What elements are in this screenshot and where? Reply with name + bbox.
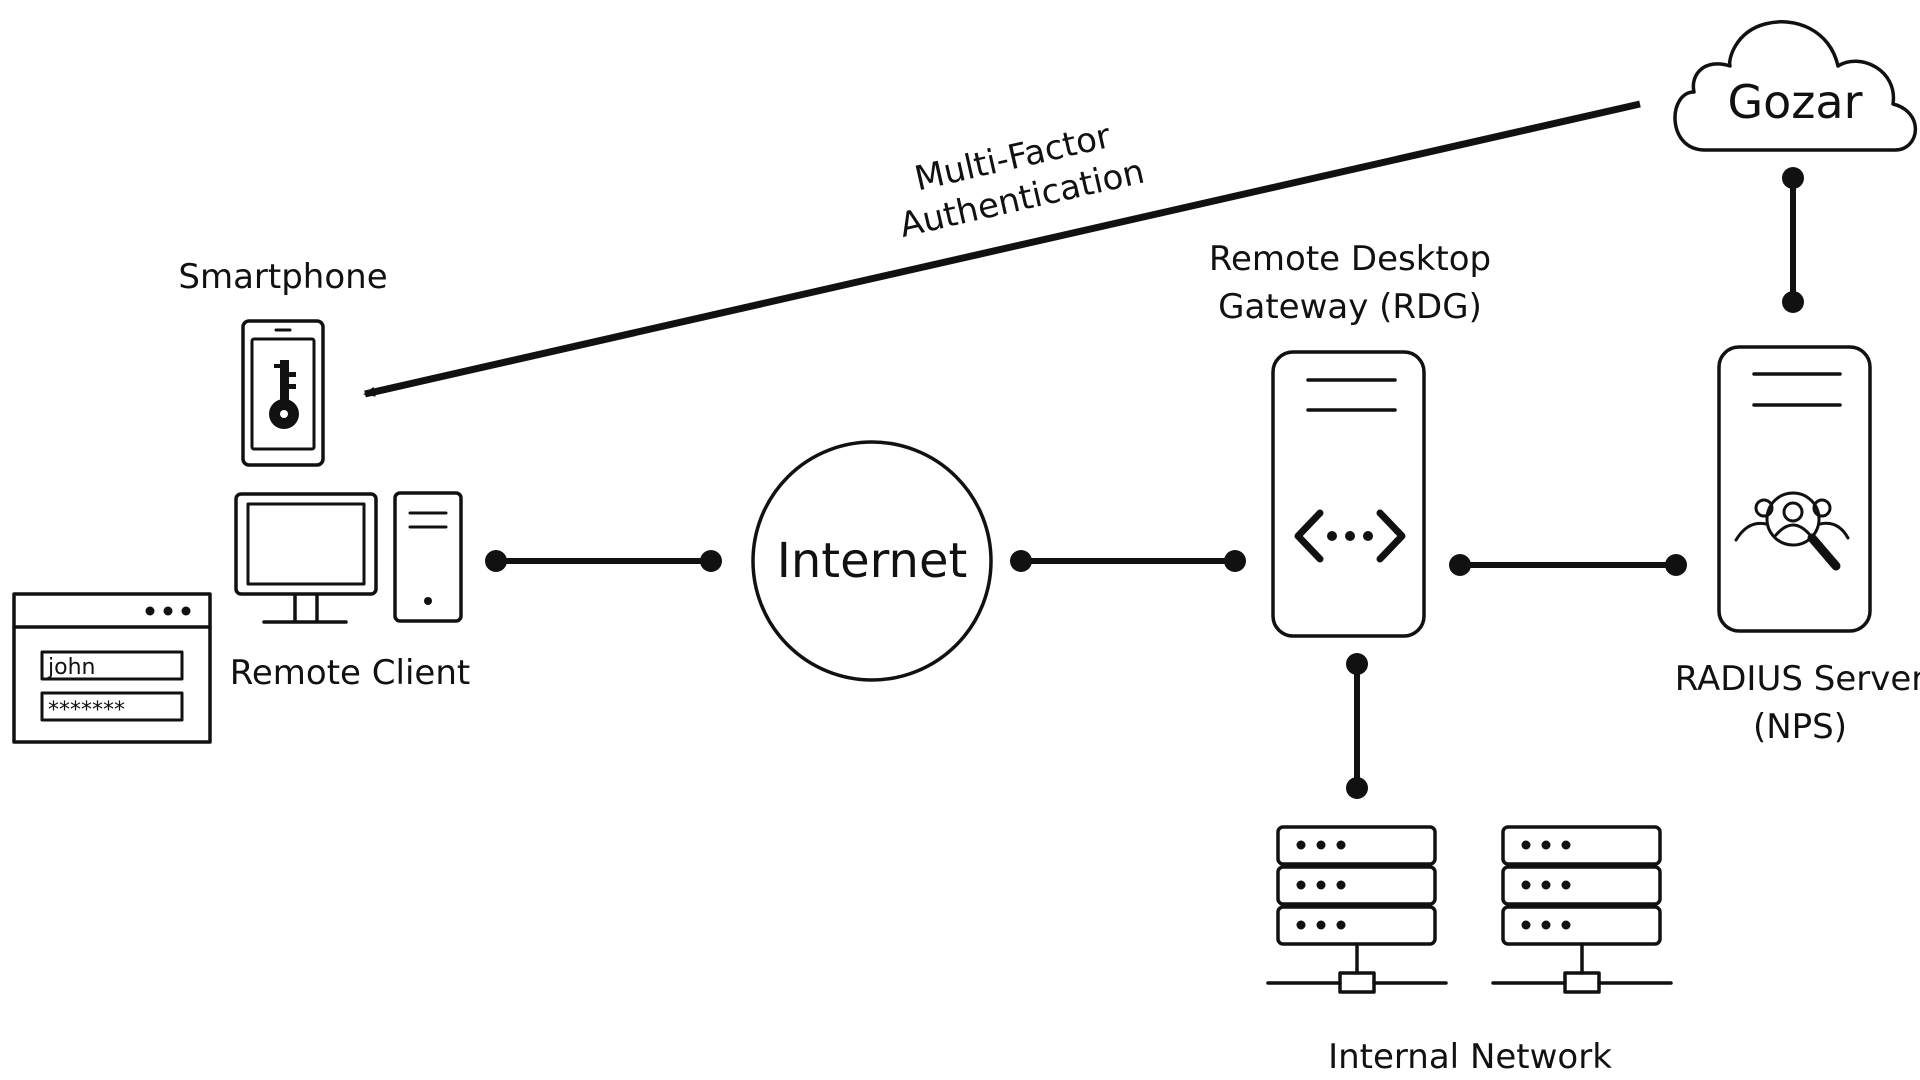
smartphone-label: Smartphone: [178, 257, 387, 297]
server-rack-icon: [1266, 825, 1448, 994]
internet-label: Internet: [777, 533, 968, 589]
gateway-icon: [1294, 509, 1406, 563]
username-field: john: [47, 655, 95, 680]
internet-node: [751, 440, 993, 682]
remote-client-label: Remote Client: [230, 653, 470, 693]
gozar-label: Gozar: [1727, 75, 1862, 129]
mfa-arrow: [363, 100, 1641, 398]
server-rack-icon: [1491, 825, 1673, 994]
radius-label-line1: RADIUS Server: [1675, 659, 1920, 699]
internet-rdg-link: [1010, 550, 1246, 572]
smartphone-icon: [241, 319, 325, 467]
rdg-label-line2: Gateway (RDG): [1218, 287, 1482, 327]
radius-server-icon: [1717, 345, 1872, 633]
monitor-icon: [234, 492, 378, 624]
desktop-tower-icon: [393, 491, 463, 623]
gozar-cloud-icon: [1673, 20, 1918, 152]
internal-network-label: Internal Network: [1328, 1037, 1612, 1077]
radius-label-line2: (NPS): [1753, 707, 1847, 747]
rdg-server-icon: [1271, 350, 1426, 638]
gozar-radius-link: [1782, 167, 1804, 313]
password-field: *******: [48, 698, 125, 723]
key-icon: [269, 360, 299, 429]
login-window: [12, 592, 212, 744]
rdg-internal-link: [1346, 653, 1368, 799]
rdg-label-line1: Remote Desktop: [1209, 239, 1491, 279]
user-search-icon: [1734, 491, 1850, 571]
client-internet-link: [485, 550, 722, 572]
rdg-radius-link: [1449, 554, 1687, 576]
